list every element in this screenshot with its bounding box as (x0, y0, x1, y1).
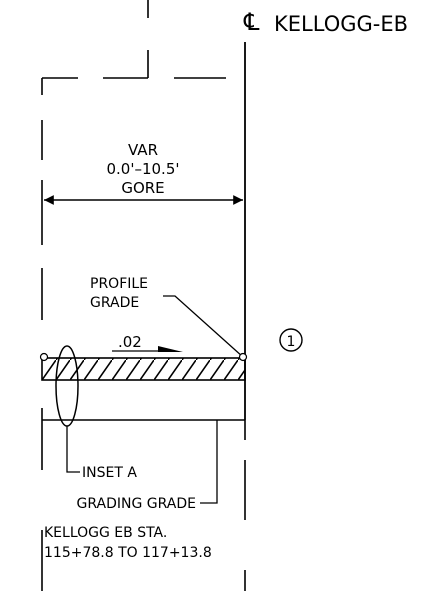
centerline-symbol: ℄ (243, 8, 260, 36)
profile-grade-leader (163, 295, 244, 358)
dimension-range: 0.0'–10.5' (106, 160, 179, 178)
grading-grade-label: GRADING GRADE (77, 496, 196, 512)
pavement-right-node (238, 352, 248, 362)
dashed-boundary (41, 50, 246, 591)
station-line2: 115+78.8 TO 117+13.8 (44, 545, 212, 561)
inset-leader (66, 426, 80, 473)
dimension-gore: GORE (121, 179, 164, 197)
grading-grade-leader (200, 420, 218, 504)
pavement-section (41, 357, 246, 381)
station-line1: KELLOGG EB STA. (44, 525, 167, 541)
profile-grade-line1: PROFILE (90, 276, 148, 292)
slope-label: .02 (118, 333, 142, 351)
slope-arrow-icon (158, 346, 183, 352)
callout-circle (279, 328, 303, 352)
profile-grade-line2: GRADE (90, 295, 139, 311)
centerline-label: KELLOGG-EB (274, 12, 408, 36)
inset-label: INSET A (82, 465, 137, 481)
dimension-var: VAR (128, 141, 158, 159)
callout-number: 1 (287, 334, 296, 350)
pavement-left-node (39, 352, 49, 362)
